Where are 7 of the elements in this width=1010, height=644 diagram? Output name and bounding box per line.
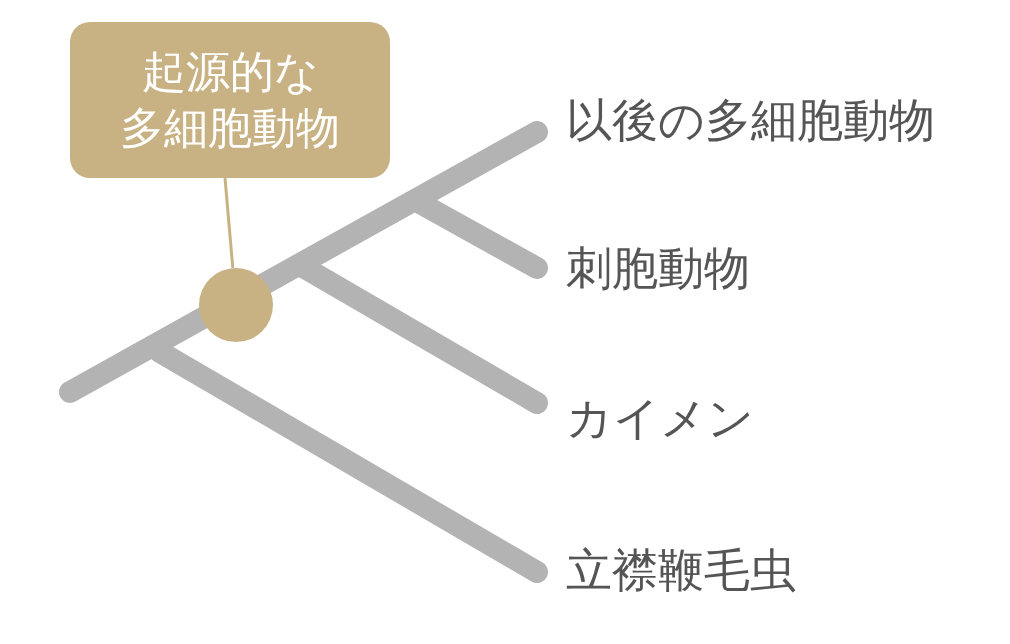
node-circle <box>199 268 273 342</box>
leader-line <box>223 177 235 269</box>
taxon-label: 以後の多細胞動物 <box>566 92 935 149</box>
callout-box: 起源的な多細胞動物 <box>70 22 390 178</box>
taxon-label: 刺胞動物 <box>566 240 750 297</box>
taxon-label: 立襟鞭毛虫 <box>566 542 796 599</box>
taxon-label: カイメン <box>566 390 754 447</box>
